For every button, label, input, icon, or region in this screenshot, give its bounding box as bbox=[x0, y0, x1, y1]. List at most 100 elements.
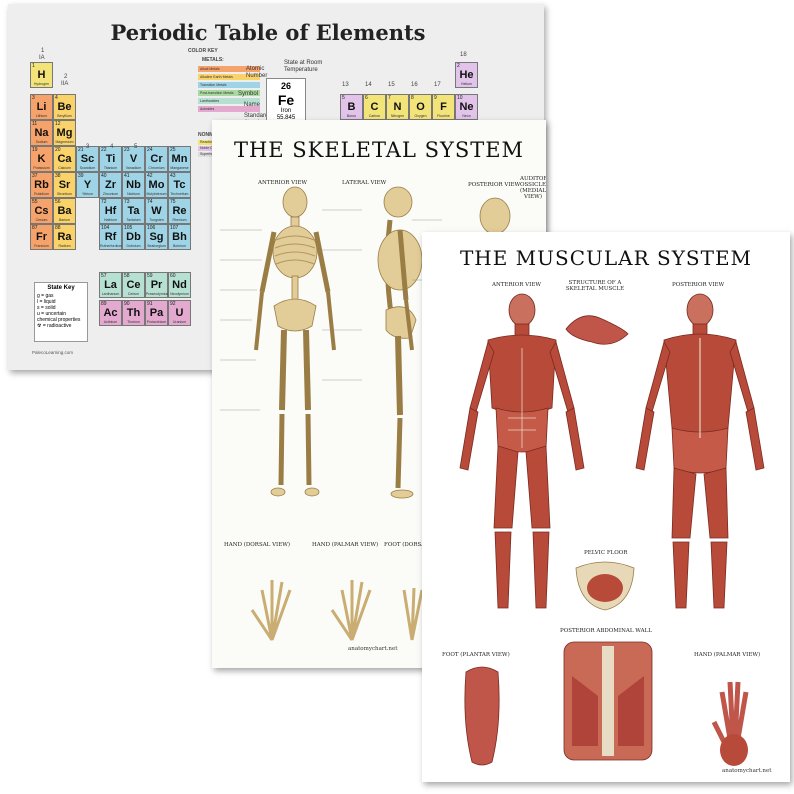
element-name: Rhenium bbox=[172, 218, 187, 222]
element-number: 4 bbox=[55, 95, 58, 101]
element-number: 88 bbox=[55, 225, 61, 231]
element-name: Technetium bbox=[170, 192, 189, 196]
anterior-skeleton-illustration bbox=[254, 186, 336, 497]
element-number: 75 bbox=[170, 199, 176, 205]
element-number: 23 bbox=[124, 147, 130, 153]
element-name: Lanthanum bbox=[101, 292, 120, 296]
element-name: Neon bbox=[462, 114, 471, 118]
element-name: Protactinium bbox=[146, 320, 167, 324]
element-number: 7 bbox=[388, 95, 391, 101]
element-symbol: Zr bbox=[105, 179, 116, 191]
element-name: Niobium bbox=[127, 192, 140, 196]
name-label: Name bbox=[244, 102, 261, 108]
element-name: Barium bbox=[58, 218, 71, 222]
element-name: Boron bbox=[346, 114, 357, 118]
element-name: Tungsten bbox=[149, 218, 164, 222]
state-key-solid: s = solid bbox=[37, 305, 56, 311]
pelvic-floor-illustration bbox=[575, 561, 635, 611]
state-key: State Key g = gas l = liquid s = solid u… bbox=[34, 282, 88, 342]
element-symbol: Ne bbox=[459, 101, 474, 113]
group-14-label: 14 bbox=[365, 82, 372, 88]
element-name: Nitrogen bbox=[390, 114, 405, 118]
element-name: Hafnium bbox=[103, 218, 118, 222]
atomic-number-label: Atomic Number bbox=[246, 66, 268, 79]
element-number: 3 bbox=[32, 95, 35, 101]
element-name: Rubidium bbox=[34, 192, 49, 196]
element-symbol: Rb bbox=[34, 179, 49, 191]
element-symbol: Sr bbox=[58, 179, 71, 191]
element-name: Strontium bbox=[57, 192, 72, 196]
element-number: 38 bbox=[55, 173, 61, 179]
hand-palmar-muscle-label: HAND (PALMAR VIEW) bbox=[694, 652, 761, 658]
element-number: 60 bbox=[170, 273, 176, 279]
element-name: Vanadium bbox=[125, 166, 142, 170]
element-symbol: He bbox=[459, 69, 474, 81]
element-symbol: Th bbox=[126, 307, 141, 319]
skeletal-ossicles-label: AUDITORY OSSICLES (MEDIAL VIEW) bbox=[520, 176, 546, 200]
color-key-row: Actinides bbox=[198, 106, 260, 112]
element-name: Zirconium bbox=[102, 192, 119, 196]
element-number: 43 bbox=[170, 173, 176, 179]
color-key-row: Alkaline Earth Metals bbox=[198, 74, 260, 80]
element-number: 25 bbox=[170, 147, 176, 153]
element-number: 24 bbox=[147, 147, 153, 153]
element-name: Fluorine bbox=[437, 114, 450, 118]
element-number: 1 bbox=[32, 63, 35, 69]
element-number: 91 bbox=[147, 301, 153, 307]
element-name: Yttrium bbox=[81, 192, 94, 196]
foot-plantar-label: FOOT (PLANTAR VIEW) bbox=[442, 652, 510, 658]
element-name: Hydrogen bbox=[33, 82, 50, 86]
skeletal-lateral-label: LATERAL VIEW bbox=[342, 180, 387, 186]
element-number: 8 bbox=[411, 95, 414, 101]
element-name: Dubnium bbox=[126, 244, 141, 248]
element-symbol: Sg bbox=[149, 231, 164, 243]
element-symbol: N bbox=[393, 101, 402, 113]
group-3-label: 3 bbox=[86, 144, 90, 150]
element-name: Cesium bbox=[35, 218, 48, 222]
element-number: 11 bbox=[32, 121, 38, 127]
skeletal-posterior-label: POSTERIOR VIEW bbox=[468, 182, 521, 188]
element-name: Thorium bbox=[127, 320, 140, 324]
state-key-liquid: l = liquid bbox=[37, 299, 56, 305]
element-symbol: Re bbox=[172, 205, 187, 217]
element-symbol: Cs bbox=[34, 205, 49, 217]
hand-palmar-illustration bbox=[711, 681, 749, 766]
element-symbol: Tc bbox=[173, 179, 186, 191]
element-symbol: W bbox=[151, 205, 162, 217]
element-number: 19 bbox=[32, 147, 38, 153]
element-number: 37 bbox=[32, 173, 38, 179]
element-number: 89 bbox=[101, 301, 107, 307]
element-symbol: Nb bbox=[126, 179, 141, 191]
skeletal-anterior-label: ANTERIOR VIEW bbox=[258, 180, 307, 186]
element-number: 59 bbox=[147, 273, 153, 279]
element-number: 74 bbox=[147, 199, 153, 205]
muscular-posterior-label: POSTERIOR VIEW bbox=[672, 282, 725, 288]
element-symbol: Ra bbox=[57, 231, 72, 243]
element-name: Sodium bbox=[35, 140, 48, 144]
element-number: 5 bbox=[342, 95, 345, 101]
element-name: Rutherfordium bbox=[100, 244, 123, 248]
element-number: 6 bbox=[365, 95, 368, 101]
muscular-title: THE MUSCULAR SYSTEM bbox=[459, 246, 753, 270]
skeletal-leader-lines bbox=[220, 209, 442, 411]
foot-plantar-illustration bbox=[464, 666, 500, 766]
group-1-label: 1 bbox=[41, 48, 45, 54]
element-name: Scandium bbox=[79, 166, 96, 170]
